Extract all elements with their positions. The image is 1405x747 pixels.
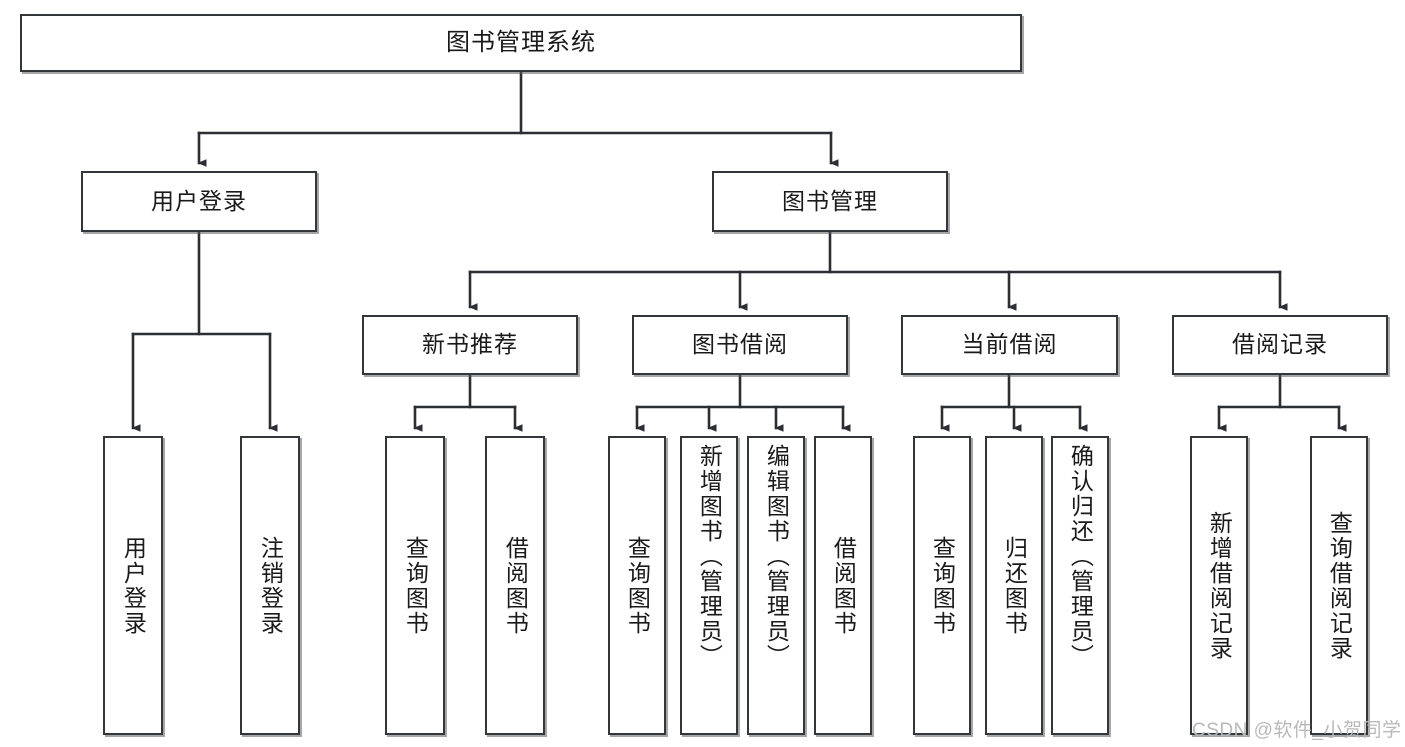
node-leaf-return-book-label: 归还图书 xyxy=(1001,535,1028,636)
node-leaf-query-book-1-label: 查询图书 xyxy=(402,535,429,636)
node-leaf-borrow-book-1[interactable]: 借阅图书 xyxy=(485,436,545,735)
node-leaf-query-record[interactable]: 查询借阅记录 xyxy=(1310,436,1368,735)
node-leaf-borrow-book-2[interactable]: 借阅图书 xyxy=(814,436,872,735)
node-leaf-logout[interactable]: 注销登录 xyxy=(240,436,300,735)
node-leaf-query-book-2-label: 查询图书 xyxy=(624,535,651,636)
node-new-book-rec[interactable]: 新书推荐 xyxy=(362,315,578,375)
node-leaf-add-record-label: 新增借阅记录 xyxy=(1206,510,1233,661)
node-book-borrow-label: 图书借阅 xyxy=(692,331,788,358)
node-leaf-return-book[interactable]: 归还图书 xyxy=(985,436,1043,735)
node-leaf-query-book-2[interactable]: 查询图书 xyxy=(608,436,666,735)
node-book-manage[interactable]: 图书管理 xyxy=(712,171,948,232)
node-leaf-borrow-book-2-label: 借阅图书 xyxy=(830,535,857,636)
node-leaf-query-book-3[interactable]: 查询图书 xyxy=(913,436,971,735)
watermark: CSDN @软件_小贺同学 xyxy=(1192,715,1401,742)
node-leaf-query-book-3-label: 查询图书 xyxy=(929,535,956,636)
node-book-manage-label: 图书管理 xyxy=(782,187,878,214)
node-root-label: 图书管理系统 xyxy=(446,28,596,56)
node-leaf-user-login[interactable]: 用户登录 xyxy=(103,436,163,735)
node-user-login[interactable]: 用户登录 xyxy=(81,171,317,232)
node-leaf-confirm-return[interactable]: 确认归还（管理员） xyxy=(1051,436,1109,735)
node-current-borrow[interactable]: 当前借阅 xyxy=(901,315,1118,375)
node-leaf-borrow-book-1-label: 借阅图书 xyxy=(502,535,529,636)
node-root[interactable]: 图书管理系统 xyxy=(20,14,1022,72)
node-leaf-query-book-1[interactable]: 查询图书 xyxy=(385,436,445,735)
watermark-text: CSDN @软件_小贺同学 xyxy=(1192,720,1402,741)
node-leaf-add-book-label: 新增图书（管理员） xyxy=(696,444,723,669)
node-new-book-rec-label: 新书推荐 xyxy=(422,331,518,358)
node-leaf-edit-book-label: 编辑图书（管理员） xyxy=(763,444,790,669)
node-book-borrow[interactable]: 图书借阅 xyxy=(632,315,848,375)
node-leaf-add-record[interactable]: 新增借阅记录 xyxy=(1190,436,1248,735)
node-leaf-confirm-return-label: 确认归还（管理员） xyxy=(1067,444,1094,669)
node-borrow-record-label: 借阅记录 xyxy=(1232,331,1328,358)
node-leaf-add-book[interactable]: 新增图书（管理员） xyxy=(680,436,738,735)
node-leaf-user-login-label: 用户登录 xyxy=(120,535,147,636)
node-current-borrow-label: 当前借阅 xyxy=(961,331,1058,358)
node-user-login-label: 用户登录 xyxy=(151,187,247,214)
node-leaf-logout-label: 注销登录 xyxy=(257,535,284,636)
node-leaf-query-record-label: 查询借阅记录 xyxy=(1326,510,1353,661)
node-leaf-edit-book[interactable]: 编辑图书（管理员） xyxy=(747,436,805,735)
node-borrow-record[interactable]: 借阅记录 xyxy=(1172,315,1388,375)
